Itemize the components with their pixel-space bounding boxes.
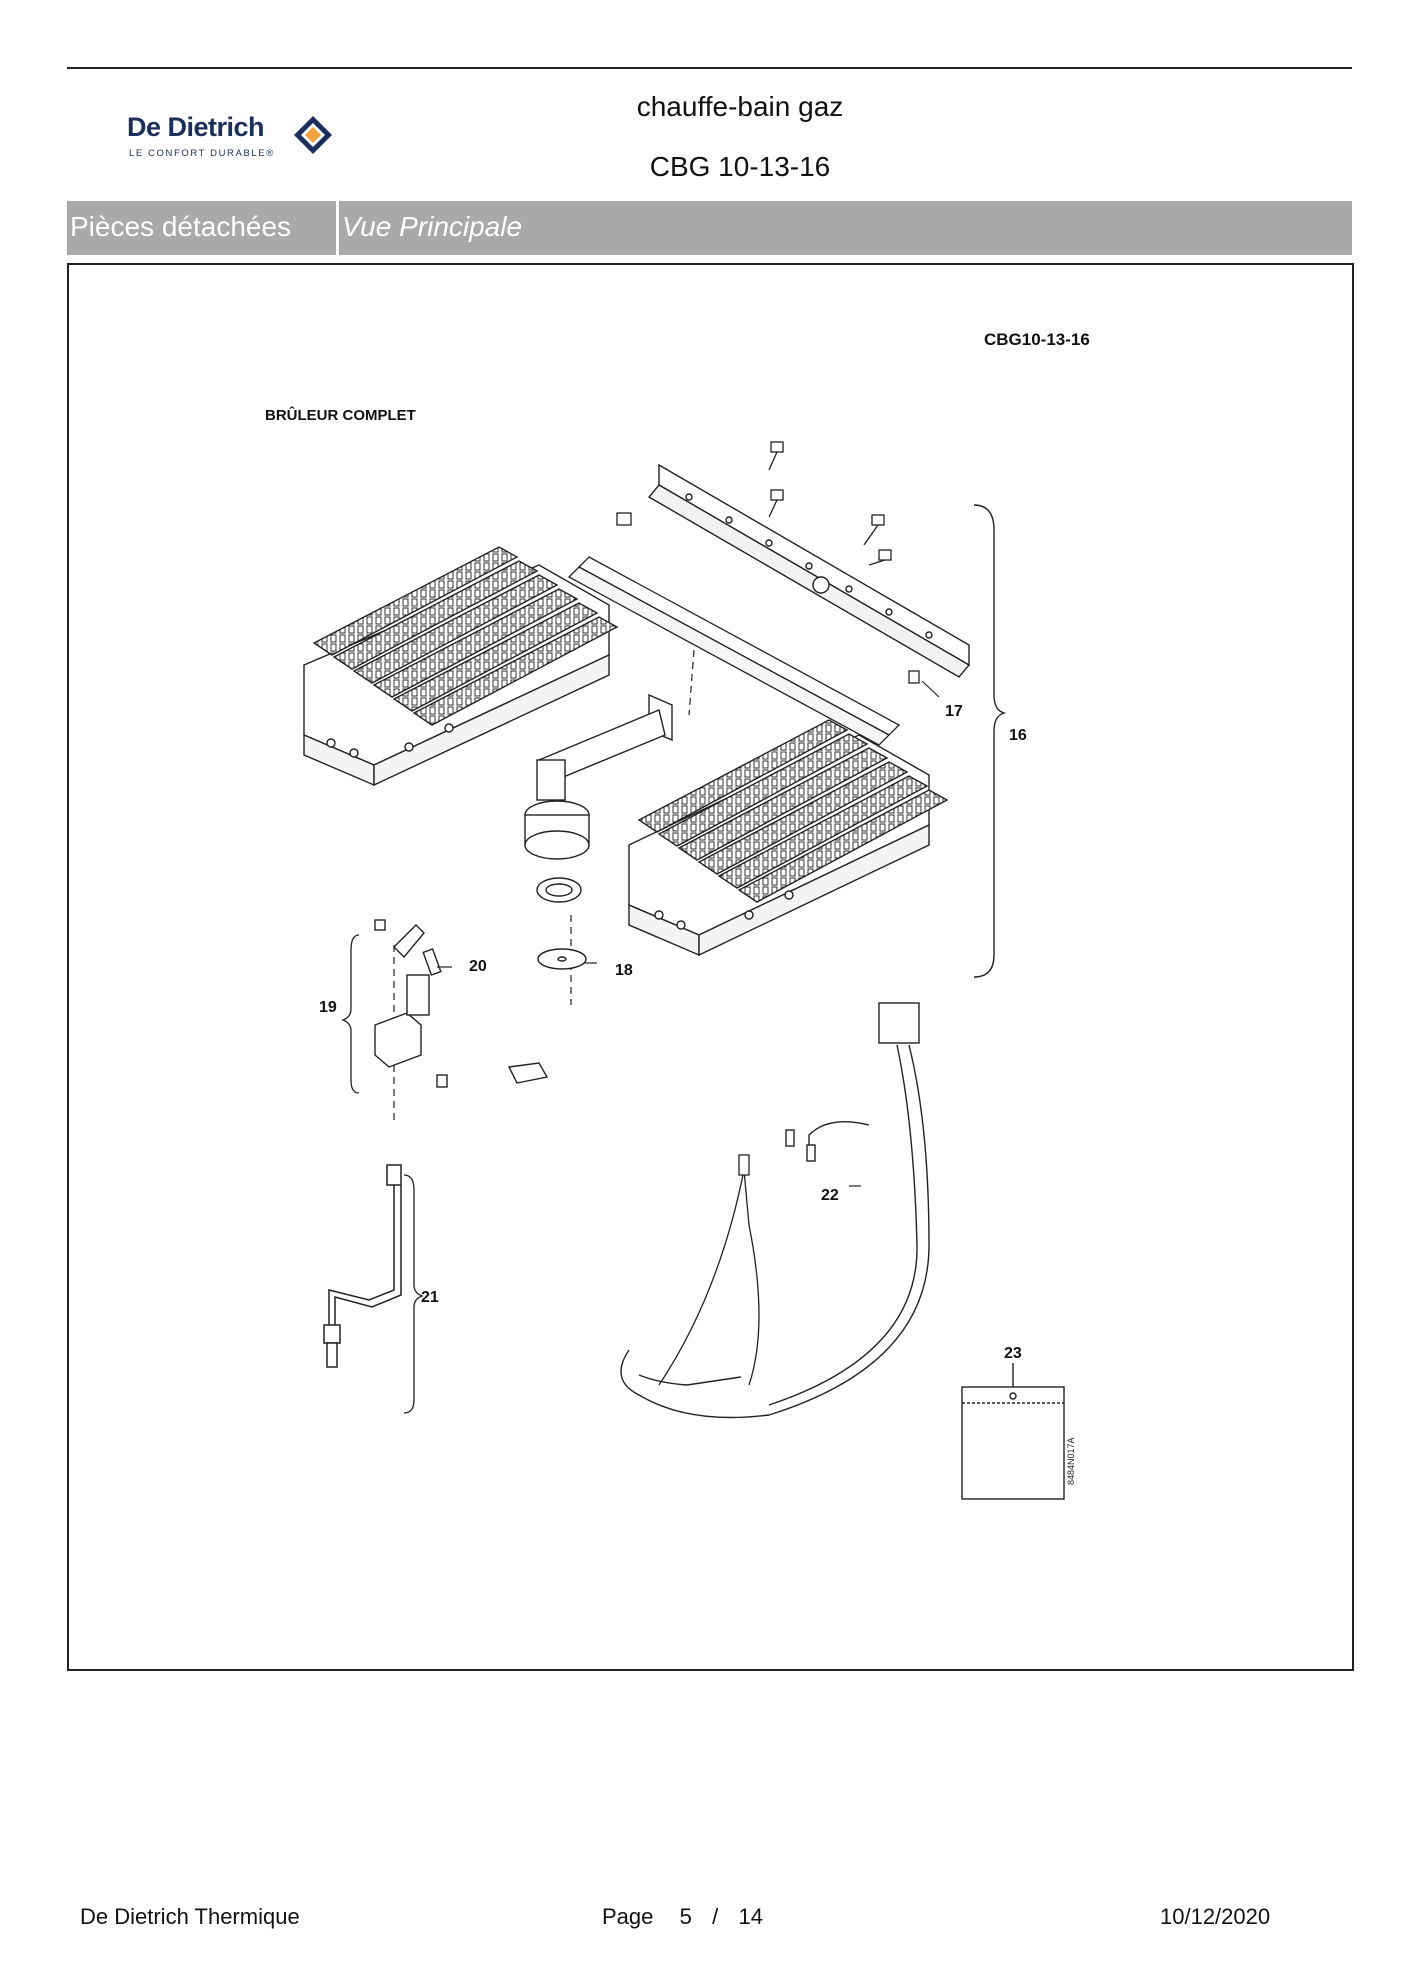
probe-cable	[658, 1154, 760, 1386]
reference-code: 8484N017A	[1066, 1437, 1076, 1485]
footer-company: De Dietrich Thermique	[80, 1904, 300, 1929]
burner-brace-16	[973, 504, 1007, 978]
page-current: 5	[679, 1904, 692, 1929]
section-category: Pièces détachées	[70, 211, 292, 242]
exploded-view-diagram: CBG10-13-16 BRÛLEUR COMPLET	[265, 330, 1090, 1500]
page-total: 14	[738, 1904, 763, 1929]
heat-shield-strip	[567, 556, 901, 746]
bracket-brace-19	[341, 934, 360, 1094]
model-code-label: CBG10-13-16	[984, 330, 1090, 349]
exploded-view-frame: CBG10-13-16 BRÛLEUR COMPLET	[67, 263, 1354, 1671]
injector-17	[908, 670, 920, 684]
part-label-18: 18	[615, 962, 633, 979]
brand-logo: De Dietrich LE CONFORT DURABLE®	[127, 112, 347, 164]
top-rule	[67, 67, 1352, 69]
wiring-harness-22	[620, 1002, 930, 1419]
washers-18	[536, 877, 587, 970]
logo-tagline: LE CONFORT DURABLE®	[129, 148, 275, 159]
part-label-19: 19	[319, 999, 337, 1016]
part-label-21: 21	[421, 1289, 439, 1306]
document-title: chauffe-bain gaz	[636, 91, 844, 122]
gas-manifold	[647, 463, 971, 678]
page-label: Page	[602, 1904, 654, 1929]
diamond-logo-icon	[294, 116, 332, 154]
ignition-bracket-19	[374, 919, 549, 1088]
section-divider	[336, 201, 339, 255]
gas-elbow-assembly	[524, 693, 673, 860]
part-number-labels: 16 17 18 19 20 21 22 23	[319, 703, 1027, 1362]
page-separator: /	[712, 1904, 719, 1929]
model-title: CBG 10-13-16	[649, 151, 831, 182]
assembly-title: BRÛLEUR COMPLET	[265, 406, 416, 424]
part-label-22: 22	[821, 1187, 839, 1204]
burner-bank-left	[303, 546, 619, 787]
part-label-20: 20	[469, 958, 487, 975]
section-header-bar: Pièces détachées Vue Principale	[67, 201, 1352, 255]
tube-brace-21	[403, 1174, 424, 1414]
thermocouple-tube-21	[323, 1164, 402, 1368]
part-label-17: 17	[945, 703, 963, 720]
parts-bag-23	[961, 1363, 1065, 1500]
burner-bank-right	[628, 719, 949, 957]
part-label-16: 16	[1009, 727, 1027, 744]
footer-date: 10/12/2020	[1160, 1904, 1271, 1929]
footer-pagination: Page 5 / 14	[602, 1904, 763, 1930]
section-view: Vue Principale	[342, 211, 523, 242]
part-label-23: 23	[1004, 1345, 1022, 1362]
electrode-20	[422, 948, 442, 976]
leader-lines	[437, 680, 940, 1187]
logo-brand: De Dietrich	[127, 112, 265, 142]
screws	[616, 441, 892, 566]
